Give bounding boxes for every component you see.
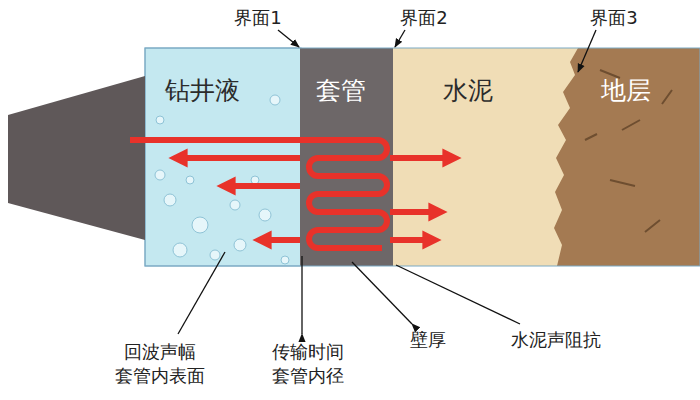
bubble [259,209,271,221]
leader-lines [178,252,520,334]
casing-band: 套管 [300,48,393,266]
cement-band: 水泥 [393,48,558,266]
measurement-label: 壁厚 [398,328,458,352]
interface-label: 界面2 [389,6,459,30]
fluid-band: 钻井液 [145,48,300,266]
interface-label: 界面1 [223,6,293,30]
bubble [164,194,176,206]
interface-label: 界面3 [579,6,649,30]
measurement-label: 水泥声阻抗 [491,328,621,352]
bubble [173,243,187,257]
formation-band: 地层 [575,48,700,266]
layer-name: 套管 [308,72,374,110]
rock-texture [585,70,672,232]
bubble [186,176,194,184]
transducer [8,76,145,240]
measurement-label: 传输时间 套管内径 [253,340,363,389]
interface-pointers [278,30,596,72]
acoustic-waves [130,140,452,248]
bubble [210,250,220,260]
bubble [155,170,165,180]
bubble [192,217,208,233]
formation-layer [554,48,700,266]
bubble [156,116,164,124]
bubble [234,239,246,251]
bubble [251,176,259,184]
layer-name: 地层 [593,72,659,110]
bubble [281,256,289,264]
fluid-layer [145,48,301,266]
bubble [270,95,280,105]
layer-name: 水泥 [435,72,501,110]
measurement-label: 回波声幅 套管内表面 [105,340,215,389]
layer-border [145,48,700,266]
layer-name: 钻井液 [157,72,248,110]
bubble [230,200,240,210]
